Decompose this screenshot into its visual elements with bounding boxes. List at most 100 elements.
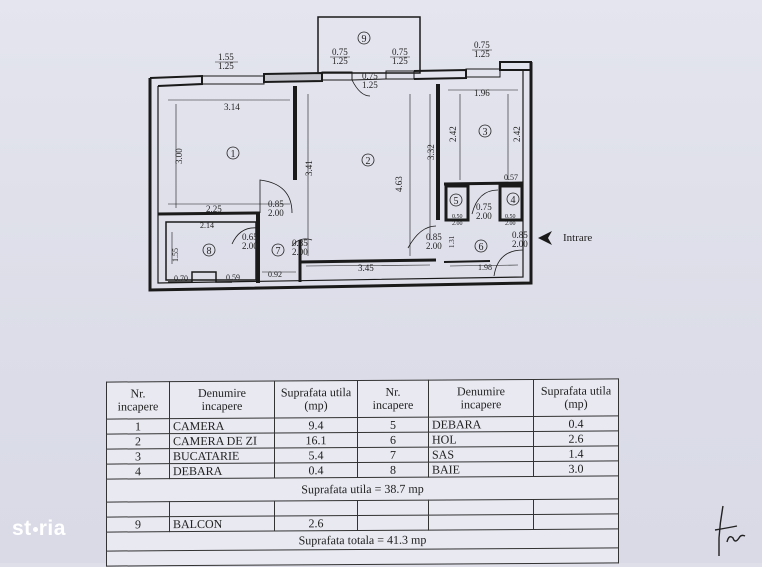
dim-label: 2.25 [206, 204, 222, 214]
entrance-arrow-icon [538, 231, 552, 245]
door-swing-sas [291, 238, 313, 247]
debara-4 [498, 184, 524, 222]
door-swing-room1 [259, 179, 293, 214]
cell-nr: 7 [357, 447, 429, 463]
dim-label: 2.00 [268, 208, 284, 218]
dim-label: 1.55 [171, 248, 180, 262]
header-denumire-right: Denumire incapere [428, 379, 534, 418]
dim-label: 2.14 [200, 221, 214, 230]
dim-label: 3.14 [224, 102, 240, 112]
door-swing-bath [231, 227, 259, 245]
wall-room1-bottom [157, 211, 261, 216]
dim-label: 1.25 [474, 49, 490, 59]
cell-area: 1.4 [533, 445, 619, 462]
room-number: 1 [231, 149, 236, 160]
door-swing-kitchen [471, 189, 499, 215]
dim-label: 3.00 [174, 148, 184, 164]
top-wall-mid [263, 71, 323, 84]
cell-nr: 4 [106, 463, 170, 480]
window-balcony-2 [385, 70, 415, 80]
empty-cell [533, 513, 619, 530]
room-number: 2 [366, 156, 371, 167]
empty-cell [274, 500, 358, 517]
empty-cell [533, 498, 619, 515]
dim-label: 0.75 [476, 202, 492, 212]
cell-nr: 9 [106, 516, 170, 533]
wall-living-bottom [299, 258, 437, 264]
top-wall-left [149, 74, 203, 87]
cell-nr: 2 [106, 433, 170, 450]
dim-label: 2.00 [476, 211, 492, 221]
cell-name: DEBARA [428, 416, 534, 433]
door-swing-entry [493, 249, 524, 277]
dim-label: 2.00 [512, 239, 528, 249]
header-denumire: Denumire incapere [169, 381, 275, 419]
trailing-row [106, 547, 619, 567]
room-number: 4 [511, 195, 516, 206]
header-nr: Nr. incapere [106, 381, 170, 420]
dim-label: 3.32 [426, 144, 436, 160]
balcony [317, 16, 421, 74]
dim-label: 0.75 [332, 47, 348, 57]
empty-cell [357, 500, 429, 516]
logo-text: st [12, 517, 32, 540]
dim-label: 3.41 [304, 160, 314, 176]
dim-label: 1.25 [392, 56, 408, 66]
outer-wall-inner [157, 70, 524, 284]
dim-label: 2.00 [426, 241, 442, 251]
dim-label: 1.31 [448, 235, 456, 248]
empty-cell [428, 499, 534, 516]
cell-area: 9.4 [274, 417, 358, 434]
cell-nr: 3 [106, 448, 170, 465]
dim-label: 1.55 [218, 52, 234, 62]
empty-cell [106, 547, 619, 567]
room-number: 8 [207, 246, 212, 257]
window-balcony [321, 71, 353, 81]
dim-label: 0.85 [512, 230, 528, 240]
cell-nr: 5 [357, 417, 429, 433]
room-number: 6 [479, 242, 484, 253]
dim-label: 3.45 [358, 263, 374, 273]
table-header-row: Nr. incapere Denumire incapere Suprafata… [106, 378, 619, 420]
window-room1 [201, 75, 265, 85]
cell-area: 16.1 [274, 432, 358, 449]
cell-name: BAIE [428, 461, 534, 478]
dim-label: 0.92 [268, 270, 282, 279]
top-wall-right [413, 68, 467, 80]
balcony-door [351, 78, 387, 81]
room-number: 9 [362, 34, 367, 45]
total-useful-row: Suprafata utila = 38.7 mp [106, 475, 619, 503]
room-number: 7 [276, 246, 281, 257]
cell-name: SAS [428, 446, 534, 463]
signature [714, 505, 746, 556]
outer-wall [148, 62, 533, 292]
window-kitchen [465, 68, 501, 78]
empty-cell [428, 514, 534, 531]
cell-name: CAMERA DE ZI [169, 433, 275, 449]
cell-name: DEBARA [169, 463, 275, 479]
dim-label: 2.42 [512, 126, 522, 142]
cell-name: BUCATARIE [169, 448, 275, 464]
dim-label: 0.65 [242, 232, 258, 242]
dim-label: 0.50 [505, 214, 516, 220]
dim-label: 0.50 [452, 214, 463, 220]
dim-label: 2.00 [242, 241, 258, 251]
cell-area: 2.6 [533, 430, 619, 447]
header-suprafata-right: Suprafata utila (mp) [533, 378, 619, 417]
dim-label: 1.25 [332, 56, 348, 66]
dim-label: 0.85 [426, 232, 442, 242]
bath-tub [165, 221, 257, 281]
cell-area: 2.6 [274, 515, 358, 532]
wall-kitchen-bottom [443, 181, 524, 186]
empty-cell [169, 501, 275, 517]
floor-plan: 1.55 1.25 0.75 1.25 0.75 1.25 0.75 1.25 … [148, 16, 592, 292]
debara-5 [444, 184, 470, 222]
header-nr-right: Nr. incapere [357, 380, 429, 418]
logo-text: ria [38, 517, 66, 540]
dim-label: 2.00 [452, 221, 463, 227]
dim-label: 0.57 [504, 173, 518, 182]
cell-area: 0.4 [533, 415, 619, 432]
logo-dot-icon [32, 526, 38, 532]
dim-label: 4.63 [394, 176, 404, 192]
